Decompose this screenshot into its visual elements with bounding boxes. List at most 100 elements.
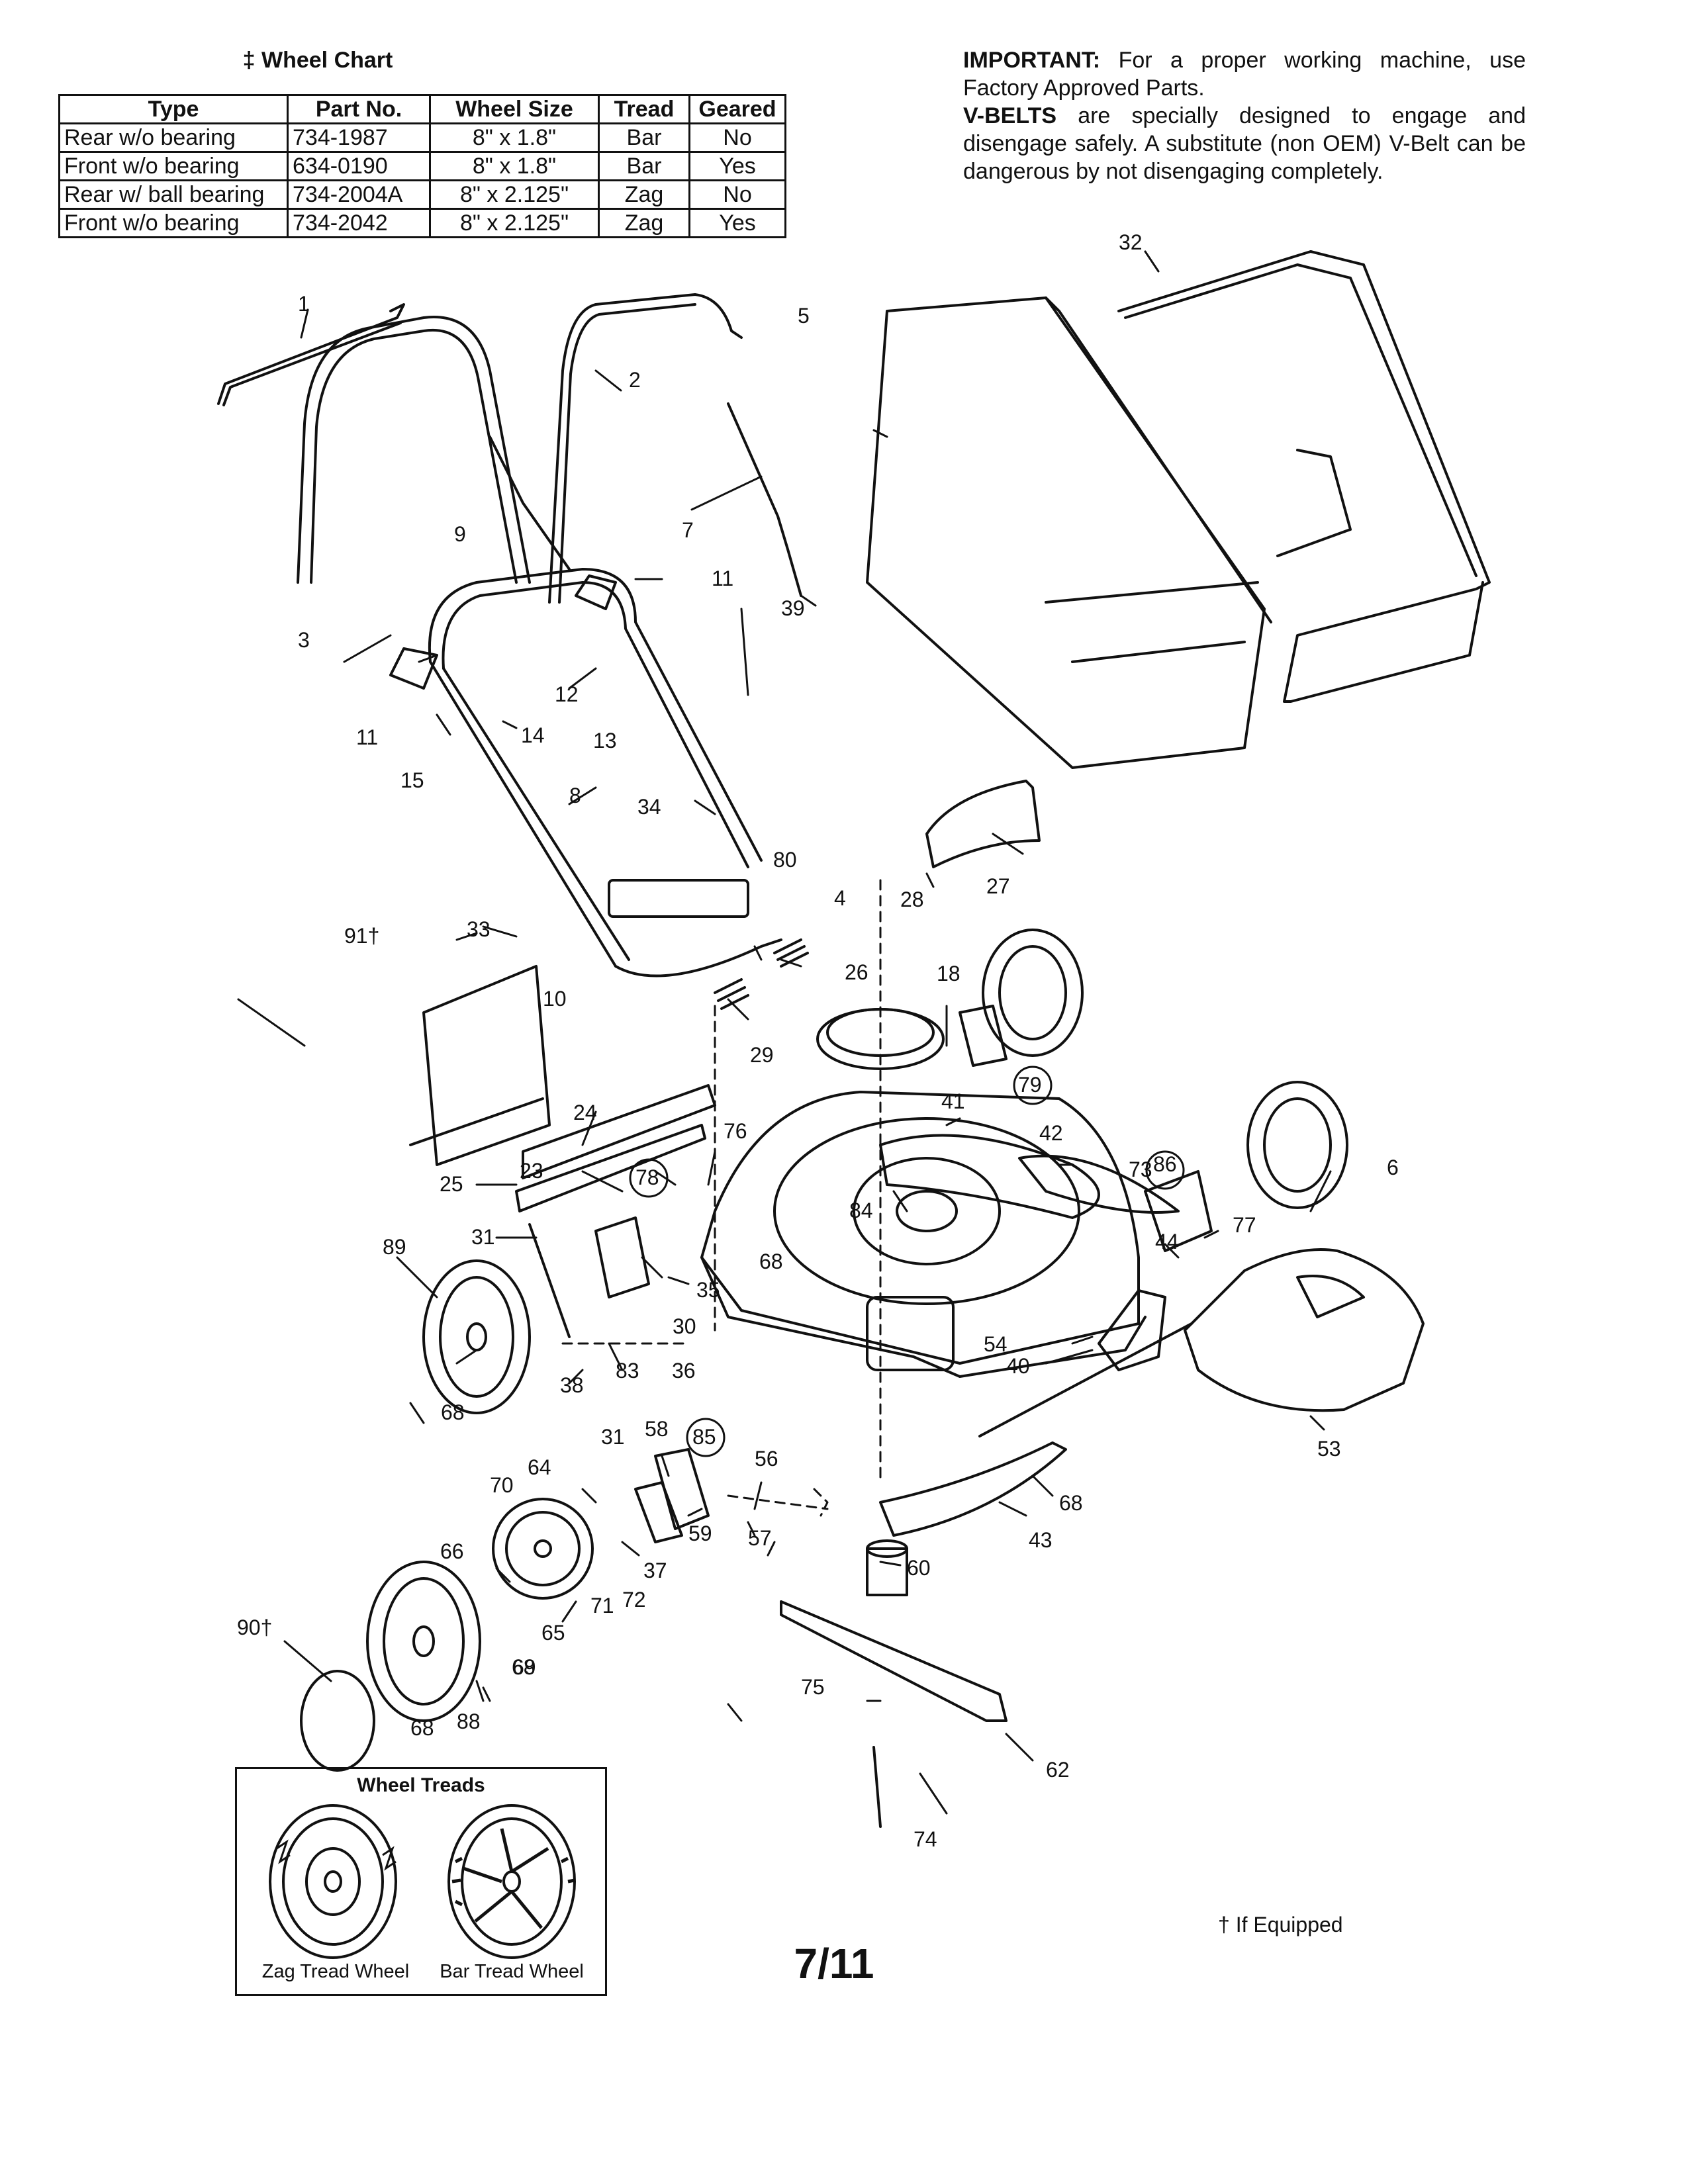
callout-label: 77	[1233, 1213, 1256, 1237]
blade-part	[780, 1600, 1008, 1722]
rear-left-wheel-part	[422, 1259, 531, 1414]
callout-label: 31	[601, 1425, 625, 1449]
callout-label: 62	[1046, 1758, 1070, 1782]
callout-label: 88	[457, 1709, 481, 1733]
callout-label: 65	[541, 1621, 565, 1645]
callout-label: 10	[543, 987, 567, 1011]
front-right-wheel-part	[1246, 1081, 1348, 1209]
brake-cable-part	[489, 435, 571, 570]
col-header-part-no: Part No.	[287, 94, 431, 124]
cell-wheel-size: 8" x 1.8"	[429, 151, 600, 181]
grass-bag-part	[866, 296, 1266, 769]
callout-label: 68	[1059, 1491, 1083, 1515]
rear-adjuster-part	[1144, 1170, 1213, 1252]
callout-label: 75	[801, 1675, 825, 1699]
page-number: 7/11	[794, 1940, 874, 1987]
zag-tread-caption: Zag Tread Wheel	[261, 1961, 410, 1982]
callout-label: 57	[748, 1526, 772, 1550]
callout-label: 13	[593, 729, 617, 752]
cell-geared: Yes	[688, 151, 786, 181]
callout-label: 86	[1153, 1152, 1177, 1176]
bar-tread-caption: Bar Tread Wheel	[440, 1961, 584, 1982]
callout-label: 38	[560, 1373, 584, 1397]
cell-wheel-size: 8" x 1.8"	[429, 122, 600, 153]
cell-wheel-size: 8" x 2.125"	[429, 208, 600, 238]
hubcap-part	[300, 1670, 375, 1772]
col-header-wheel-size: Wheel Size	[429, 94, 600, 124]
callout-label: 78	[635, 1165, 659, 1189]
callout-label: 32	[1119, 230, 1143, 254]
callout-label: 25	[440, 1172, 463, 1196]
drive-cable-part	[727, 402, 802, 597]
spring-part	[773, 938, 809, 968]
callout-label: 70	[490, 1473, 514, 1497]
callout-label: 30	[673, 1314, 696, 1338]
callout-label: 23	[520, 1159, 543, 1183]
callout-label: 80	[773, 848, 797, 872]
cell-tread: Bar	[598, 122, 690, 153]
callout-circle	[629, 1158, 669, 1198]
cell-tread: Zag	[598, 208, 690, 238]
callout-label: 12	[555, 682, 579, 706]
callout-label: 11	[712, 567, 733, 590]
table-row: Front w/o bearing 634-0190 8" x 1.8" Bar…	[58, 151, 786, 181]
cell-geared: No	[688, 122, 786, 153]
zag-tread-wheel-icon	[269, 1804, 397, 1959]
drive-cover-part	[1184, 1248, 1425, 1412]
callout-label: 91†	[344, 924, 379, 948]
callout-label: 58	[645, 1417, 669, 1441]
callout-label: 40	[1006, 1354, 1030, 1378]
col-header-type: Type	[58, 94, 289, 124]
callout-circle	[1013, 1066, 1053, 1105]
callout-label: 34	[637, 795, 661, 819]
callout-label: 53	[1317, 1437, 1341, 1461]
callout-label: 72	[622, 1588, 646, 1612]
cell-geared: Yes	[688, 208, 786, 238]
callout-label: 29	[750, 1043, 774, 1067]
knob-part	[389, 647, 438, 690]
drive-bail-part	[548, 293, 743, 604]
callout-label: 9	[454, 522, 466, 546]
drive-belt-part	[879, 1134, 1100, 1219]
callout-label: 83	[616, 1359, 639, 1383]
cell-part-no: 734-1987	[287, 122, 431, 153]
callout-label: 5	[798, 304, 810, 328]
rear-wheel-part	[982, 929, 1084, 1057]
cell-tread: Zag	[598, 179, 690, 210]
blade-adapter-part	[866, 1547, 908, 1596]
callout-label: 89	[383, 1235, 406, 1259]
lower-handle-part	[428, 568, 763, 862]
callout-label: 59	[688, 1522, 712, 1545]
important-label: IMPORTANT:	[963, 48, 1101, 73]
callout-label: 90†	[237, 1615, 272, 1639]
callout-label: 35	[696, 1278, 720, 1302]
callout-label: 74	[914, 1827, 937, 1851]
callout-circle	[1145, 1150, 1185, 1190]
callout-label: 8	[569, 784, 581, 807]
wheel-treads-title: Wheel Treads	[357, 1774, 485, 1796]
mower-deck-part	[700, 1091, 1140, 1365]
callout-label: 11	[356, 725, 378, 749]
callout-circle	[686, 1418, 726, 1457]
callout-label: 64	[528, 1455, 551, 1479]
callout-label: 69	[512, 1655, 536, 1679]
cell-tread: Bar	[598, 151, 690, 181]
cell-type: Rear w/o bearing	[58, 122, 289, 153]
callout-label: 3	[298, 628, 310, 652]
wheel-chart-title: ‡ Wheel Chart	[242, 48, 393, 73]
wheel-chart-header-row: Type Part No. Wheel Size Tread Geared	[58, 94, 786, 124]
callout-label: 24	[573, 1101, 597, 1124]
col-header-geared: Geared	[688, 94, 786, 124]
callout-label: 36	[672, 1359, 696, 1383]
upper-handle-part	[297, 316, 531, 584]
callout-label: 68	[759, 1250, 783, 1273]
callout-label: 15	[400, 768, 424, 792]
wheel-treads-inset: Wheel Treads Zag Tread Wheel Bar Tread W…	[235, 1767, 607, 1996]
callout-label: 1	[298, 292, 310, 316]
cell-geared: No	[688, 179, 786, 210]
callout-label: 43	[1029, 1528, 1053, 1552]
transmission-part	[1098, 1289, 1166, 1371]
drive-shaft-part	[978, 1322, 1193, 1437]
callout-label: 76	[724, 1119, 747, 1143]
